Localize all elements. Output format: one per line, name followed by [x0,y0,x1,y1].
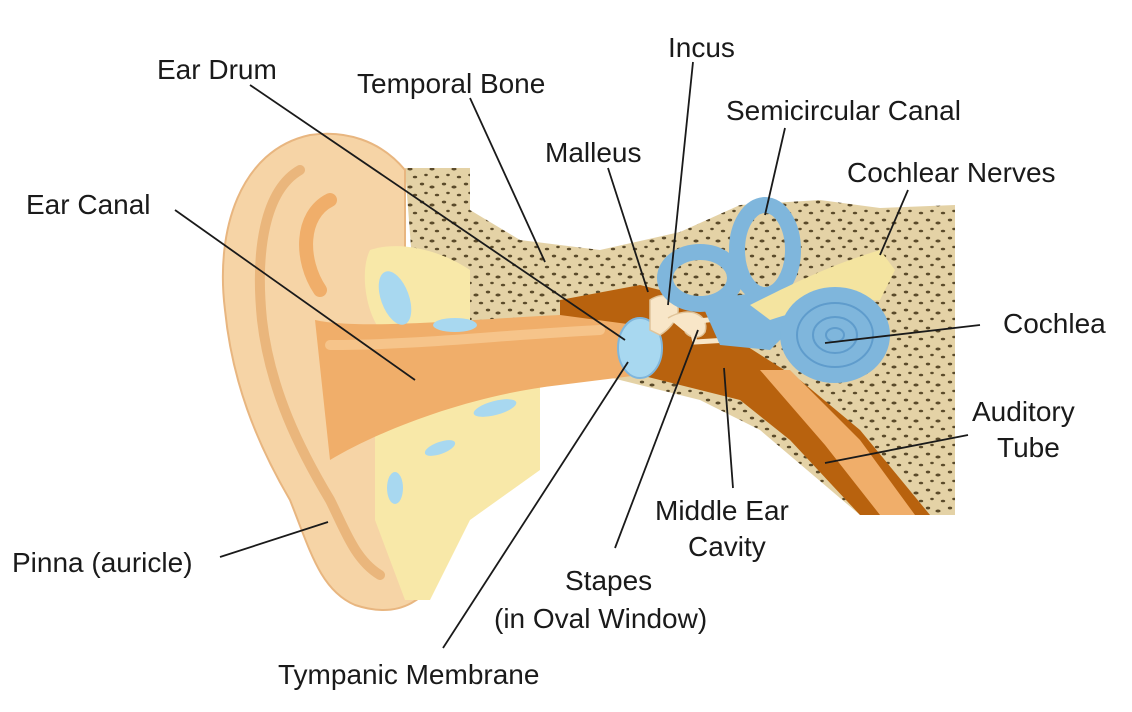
cochlea-shape [780,287,890,383]
leader-auditory-tube [824,434,969,464]
leader-pinna [219,521,329,558]
pinna-inner-fold [254,165,385,580]
label-stapes-line2: (in Oval Window) [494,603,707,634]
label-semicircular-canal: Semicircular Canal [726,95,961,126]
label-ear-drum: Ear Drum [157,54,277,85]
label-temporal-bone: Temporal Bone [357,68,545,99]
label-middle-ear-cavity-line1: Middle Ear [655,495,789,526]
label-cochlea: Cochlea [1003,308,1106,339]
leader-incus [667,61,694,306]
label-tympanic-membrane: Tympanic Membrane [278,659,539,690]
leader-ear-drum [249,84,626,341]
cartilage-lower [375,385,540,600]
leader-malleus [607,167,649,293]
leader-tympanic-membrane [442,361,629,649]
leader-temporal-bone [469,97,546,263]
label-middle-ear-cavity-line2: Cavity [688,531,766,562]
blue-patch-3 [473,399,517,417]
leader-cochlea [824,324,981,344]
leader-cochlear-nerves [879,189,909,256]
label-stapes-line1: Stapes [565,565,652,596]
auditory-tube-shape [760,370,915,515]
cochlea-turn-1 [796,302,874,368]
label-auditory-tube-line1: Auditory [972,396,1075,427]
incus-shape [667,311,707,338]
label-pinna: Pinna (auricle) [12,547,193,578]
leader-stapes [614,329,699,549]
leader-ear-canal [174,209,416,381]
label-incus: Incus [668,32,735,63]
pinna-helix [299,193,337,297]
label-malleus: Malleus [545,137,641,168]
ear-drum-shape [617,317,663,379]
blue-patch-2 [433,318,477,332]
blue-patch-5 [387,472,403,504]
ear-canal-shape [315,315,640,460]
label-cochlear-nerves: Cochlear Nerves [847,157,1056,188]
blue-patch-4 [424,440,456,456]
cochlea-turn-2 [812,316,858,354]
leader-semicircular-canal [764,127,786,216]
cochlear-nerve-shape [750,250,895,320]
semicircular-canal-2 [657,244,743,312]
label-auditory-tube-line2: Tube [997,432,1060,463]
label-ear-canal: Ear Canal [26,189,151,220]
blue-patch-1 [378,271,412,325]
leader-middle-ear-cavity [723,367,734,489]
